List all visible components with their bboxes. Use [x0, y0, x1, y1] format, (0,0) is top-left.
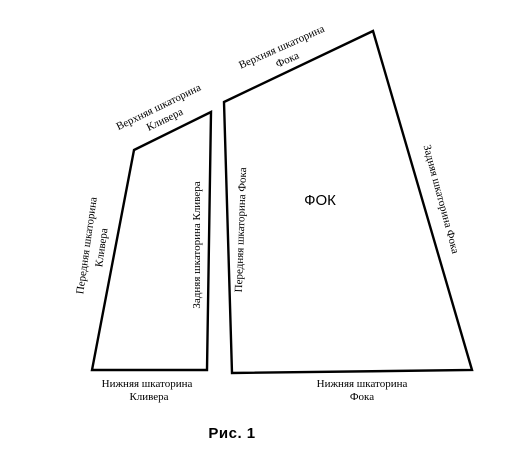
figure-caption: Рис. 1 — [208, 425, 255, 442]
jib-bottom-edge-line2: Кливера — [129, 391, 168, 403]
fore-sail-name: ФОК — [304, 192, 336, 209]
fore-bottom-edge-label: Нижняя шкаторина Фока — [317, 378, 408, 403]
jib-bottom-edge-line1: Нижняя шкаторина — [102, 378, 193, 390]
fore-outline — [222, 29, 474, 375]
jib-front-edge-line2: Кливера — [93, 227, 110, 268]
jib-bottom-edge-label: Нижняя шкаторина Кливера — [102, 378, 193, 403]
fore-bottom-edge-line2: Фока — [350, 391, 374, 403]
jib-back-edge-text: Задняя шкаторина Кливера — [191, 181, 203, 308]
fore-front-edge-text: Передняя шкаторина Фока — [233, 167, 249, 292]
jib-back-edge-label: Задняя шкаторина Кливера — [191, 181, 203, 308]
jib-outline — [90, 110, 213, 372]
fore-front-edge-label: Передняя шкаторина Фока — [233, 167, 249, 292]
fore-bottom-edge-line1: Нижняя шкаторина — [317, 378, 408, 390]
